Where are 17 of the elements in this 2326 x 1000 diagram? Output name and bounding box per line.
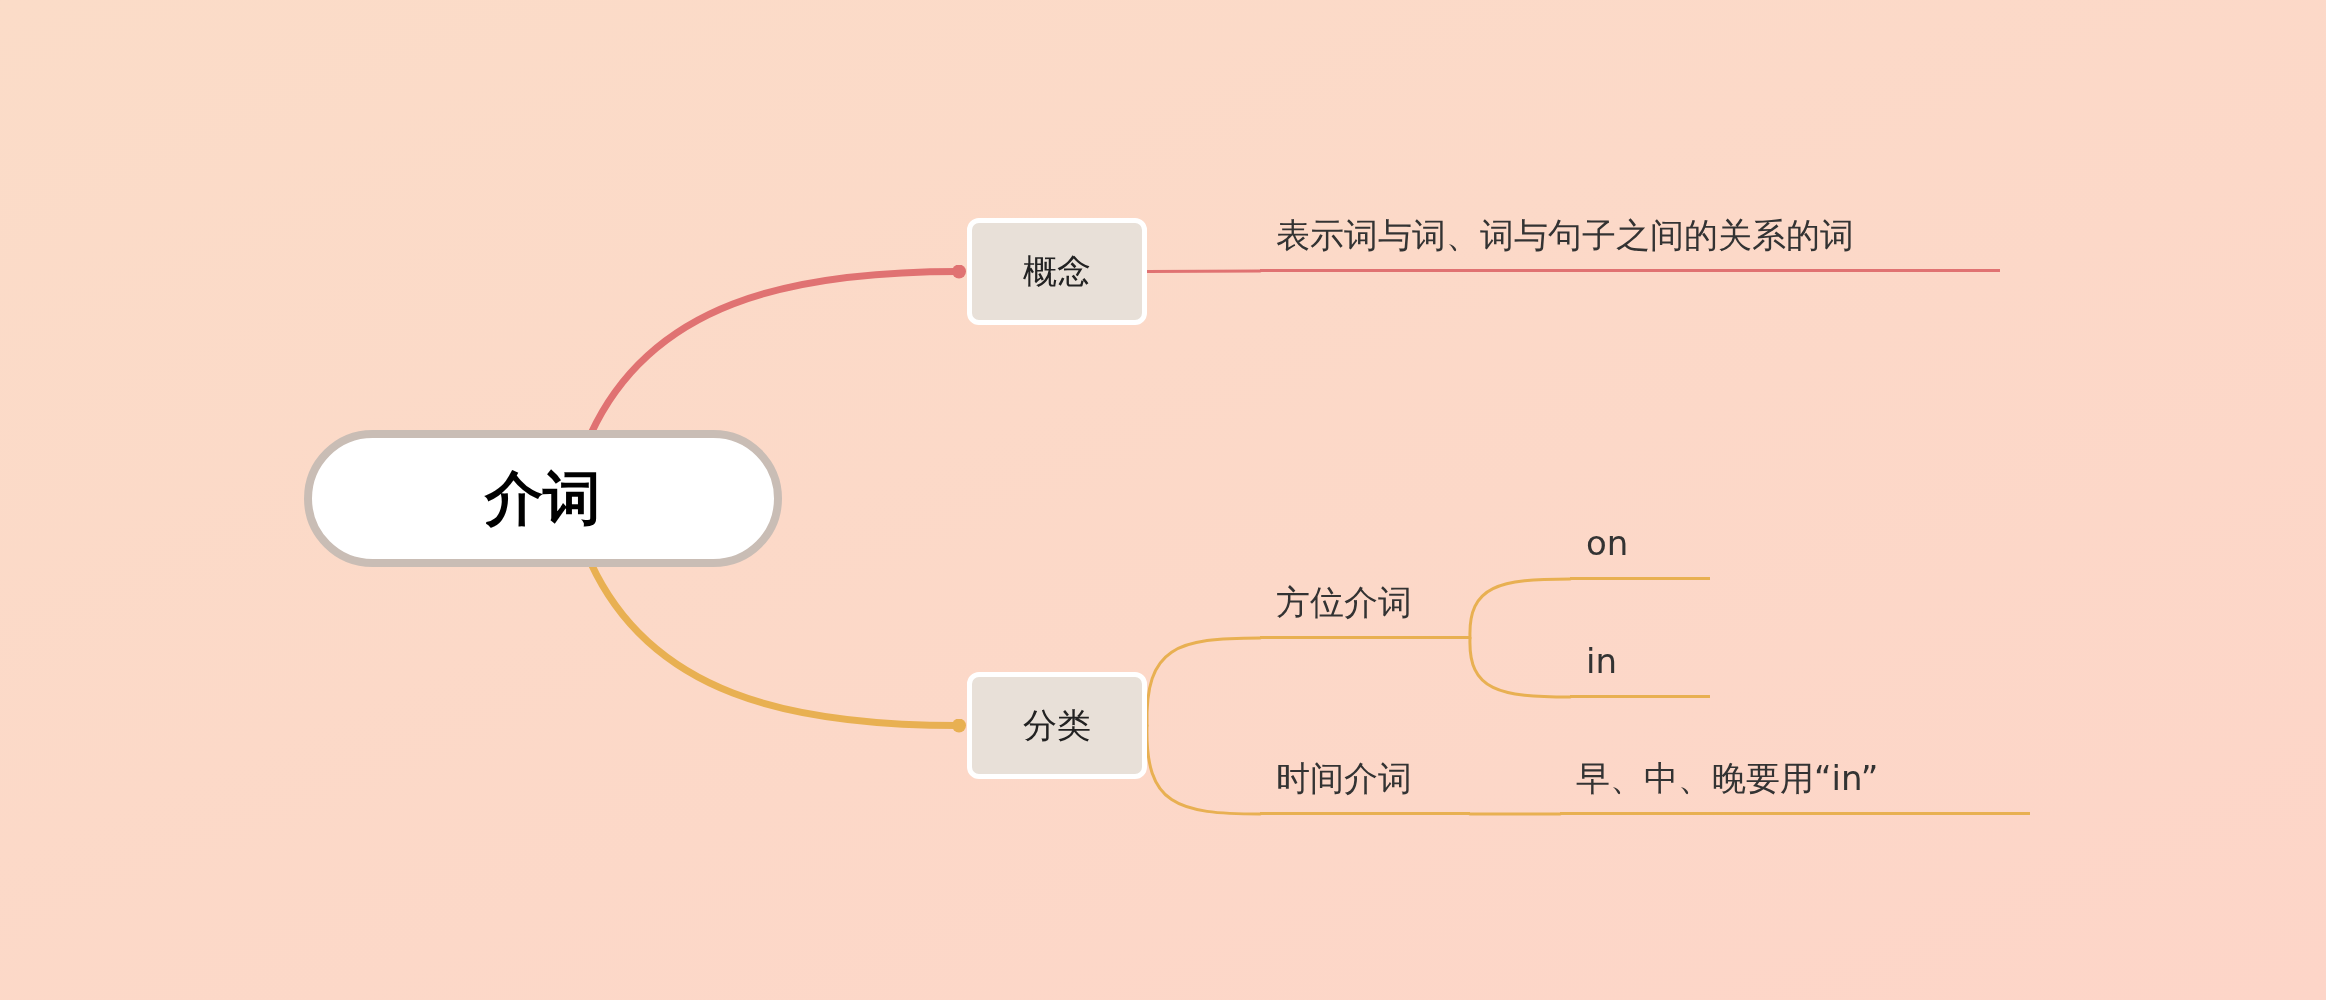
- node-text: 时间介词: [1276, 757, 1412, 800]
- node-text: 概念: [1023, 250, 1091, 293]
- node-text: 表示词与词、词与句子之间的关系的词: [1276, 214, 1854, 257]
- node-text: on: [1586, 522, 1629, 565]
- branch-line: [1468, 577, 1572, 640]
- branch-line: [1145, 636, 1262, 727]
- node-text: 分类: [1023, 704, 1091, 747]
- node-text: 早、中、晚要用“in”: [1576, 757, 1879, 800]
- topic-box: [967, 218, 1147, 325]
- node-text: 方位介词: [1276, 581, 1412, 624]
- topic-box: [967, 672, 1147, 779]
- branch-line: [1468, 636, 1572, 699]
- branch-line: [1468, 812, 1562, 816]
- branch-line: [1145, 269, 1262, 273]
- node-text: in: [1586, 640, 1617, 683]
- node-text: 介词: [485, 463, 601, 534]
- branch-line: [1145, 724, 1262, 816]
